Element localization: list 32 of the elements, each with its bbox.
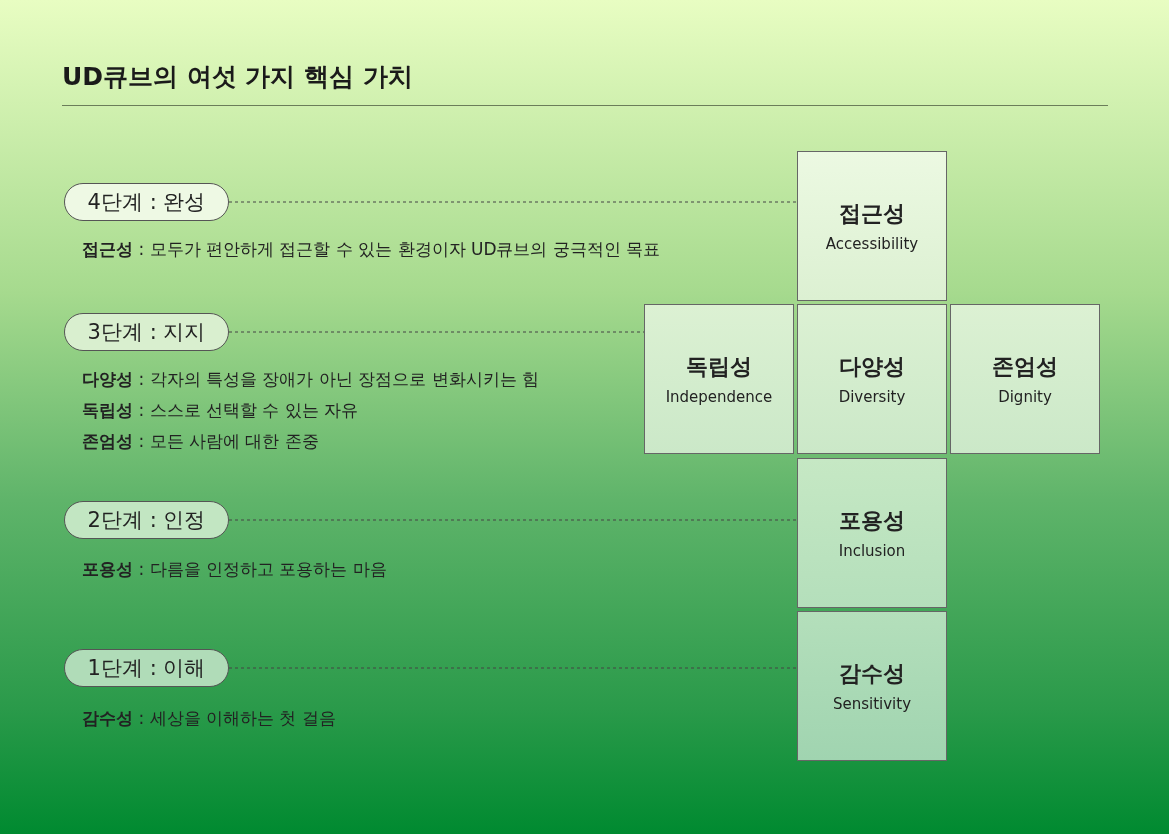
value-english-name: Inclusion <box>838 542 906 560</box>
dotted-connector <box>228 519 798 521</box>
value-english-name: Independence <box>665 388 773 406</box>
dotted-connector <box>228 667 798 669</box>
title: UD큐브의 여섯 가지 핵심 가치 <box>62 61 413 93</box>
value-english-name: Diversity <box>838 388 906 406</box>
value-english-name: Dignity <box>998 388 1052 406</box>
description-text: 감수성 : 세상을 이해하는 첫 걸음 <box>82 707 336 730</box>
description-text: 접근성 : 모두가 편안하게 접근할 수 있는 환경이자 UD큐브의 궁극적인 목표 <box>82 238 661 261</box>
value-box <box>644 304 794 454</box>
value-english-name: Accessibility <box>825 235 919 253</box>
value-box <box>950 304 1100 454</box>
value-name: 감수성 <box>839 660 905 688</box>
dotted-connector <box>228 201 798 203</box>
value-name: 존엄성 <box>992 353 1058 381</box>
value-name: 포용성 <box>839 507 905 535</box>
value-box <box>797 151 947 301</box>
value-name: 독립성 <box>686 353 752 381</box>
description-text: 독립성 : 스스로 선택할 수 있는 자유 <box>82 399 359 422</box>
stage-pill: 1단계 : 이해 <box>64 649 229 687</box>
value-english-name: Sensitivity <box>832 695 912 713</box>
description-text: 포용성 : 다름을 인정하고 포용하는 마음 <box>82 558 387 581</box>
value-box <box>797 304 947 454</box>
description-text: 존엄성 : 모든 사람에 대한 존중 <box>82 430 319 453</box>
stage-pill: 2단계 : 인정 <box>64 501 229 539</box>
value-box <box>797 458 947 608</box>
value-name: 접근성 <box>839 200 905 228</box>
stage-pill: 4단계 : 완성 <box>64 183 229 221</box>
value-name: 다양성 <box>839 353 905 381</box>
value-box <box>797 611 947 761</box>
description-text: 다양성 : 각자의 특성을 장애가 아닌 장점으로 변화시키는 힘 <box>82 368 539 391</box>
stage-pill: 3단계 : 지지 <box>64 313 229 351</box>
